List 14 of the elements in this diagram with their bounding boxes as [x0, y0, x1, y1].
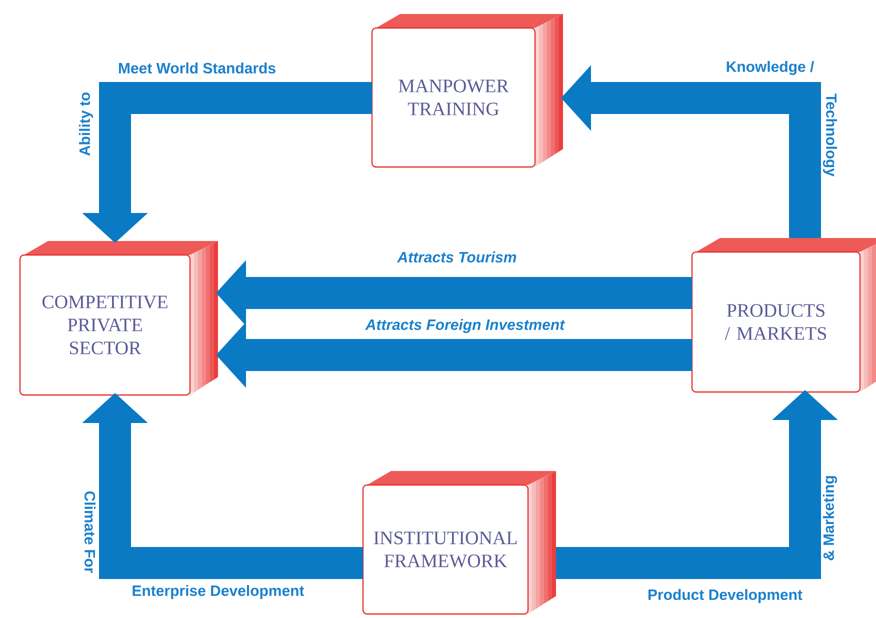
edge-label: Attracts Tourism [396, 251, 516, 262]
arrow-label: Product Development [648, 589, 802, 603]
arrow-label: Technology [822, 94, 838, 176]
arrow-label: Climate For [84, 491, 96, 573]
arrow-label: & Marketing [822, 476, 838, 560]
cube-box: INSTITUTIONAL FRAMEWORK [362, 470, 556, 615]
cube-box: COMPETITIVE PRIVATE SECTOR [19, 241, 218, 396]
cube-box: MANPOWER TRAINING [371, 14, 563, 168]
cube-box: PRODUCTS / MARKETS [691, 238, 876, 393]
arrow-label: Knowledge / [726, 60, 814, 76]
arrow-label: Enterprise Development [132, 585, 304, 599]
edge-label: Attracts Foreign Investment [365, 319, 566, 333]
arrow-label: Meet World Standards [118, 62, 276, 74]
arrow-label: Ability to [79, 92, 93, 156]
